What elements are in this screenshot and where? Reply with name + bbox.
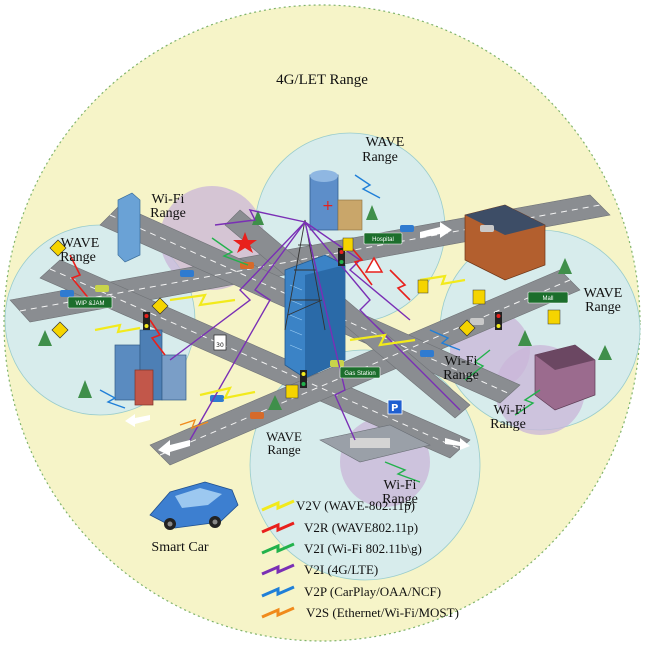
wave-top-label-2: Range	[362, 150, 398, 165]
wifi-right-label-1: Wi-Fi	[494, 403, 527, 418]
mall-sign-text: Mall	[542, 296, 553, 302]
traffic-lights	[143, 248, 502, 388]
wave-bottom-label-2: Range	[267, 442, 300, 457]
wave-right-label-1: WAVE	[584, 286, 623, 301]
wifi-midright-label-2: Range	[443, 368, 479, 383]
wifi-topleft-label-2: Range	[150, 206, 186, 221]
smart-car-icon	[149, 481, 239, 530]
trees	[38, 205, 612, 410]
school-building	[464, 204, 546, 281]
gas-station-sign: Gas Station	[339, 366, 381, 379]
wave-top-label-1: WAVE	[366, 135, 405, 150]
hospital-building: +	[309, 170, 363, 231]
legend-label-1: V2R (WAVE802.11p)	[304, 520, 418, 535]
legend-label-2: V2I (Wi-Fi 802.11b\g)	[304, 541, 422, 556]
svg-text:+: +	[322, 198, 334, 214]
legend-label-5: V2S (Ethernet/Wi-Fi/MOST)	[306, 605, 459, 620]
wifi-midright-label-1: Wi-Fi	[445, 354, 478, 369]
legend: V2V (WAVE-802.11p) V2R (WAVE802.11p) V2I (…	[261, 498, 459, 620]
wip-jam-sign: WIP &JAM	[67, 296, 113, 309]
legend-bolt-4	[261, 585, 295, 598]
links-v2p	[99, 174, 461, 409]
legend-bolt-3	[261, 563, 295, 576]
wave-bottom-label-1: WAVE	[266, 429, 302, 444]
mall-sign: Mall	[527, 291, 569, 304]
legend-label-3: V2I (4G/LTE)	[304, 562, 378, 577]
legend-bolt-5	[261, 606, 295, 619]
wave-right-label-2: Range	[585, 300, 621, 315]
links-v2r	[69, 239, 411, 356]
wifi-topleft-label-1: Wi-Fi	[152, 192, 185, 207]
smart-car-label: Smart Car	[151, 540, 208, 555]
access-point-star	[233, 232, 257, 253]
direction-arrows	[125, 222, 470, 456]
legend-bolt-2	[261, 542, 295, 555]
wifi-bottom-label-1: Wi-Fi	[384, 478, 417, 493]
speed-limit-sign: 30	[213, 334, 227, 351]
links-v2v	[94, 274, 466, 400]
service-signs: P	[285, 237, 561, 415]
wip-jam-sign-text: WIP &JAM	[76, 301, 105, 307]
links-v2i-wifi	[211, 237, 541, 483]
legend-label-4: V2P (CarPlay/OAA/NCF)	[304, 584, 441, 599]
legend-bolt-1	[261, 521, 295, 534]
cars	[60, 225, 549, 419]
svg-text:P: P	[391, 403, 398, 414]
hospital-sign-text: Hospital	[372, 237, 394, 243]
legend-label-0: V2V (WAVE-802.11p)	[296, 498, 415, 513]
mall-building	[534, 344, 596, 411]
speed-limit-text: 30	[216, 342, 224, 349]
links-v2s	[179, 418, 209, 430]
legend-bolt-0	[261, 499, 295, 512]
lte-range-title: 4G/LET Range	[276, 72, 368, 88]
warning-signs	[49, 239, 476, 339]
downtown-buildings	[114, 329, 187, 406]
wave-left-label-2: Range	[60, 250, 96, 265]
left-tower	[117, 192, 141, 263]
links-4g	[169, 209, 461, 441]
gas-station	[319, 424, 431, 463]
gas-station-sign-text: Gas Station	[344, 371, 375, 377]
hospital-sign: Hospital	[363, 232, 403, 245]
wave-left-label-1: WAVE	[61, 236, 100, 251]
wifi-bottom-label-2: Range	[382, 492, 418, 507]
wifi-right-label-2: Range	[490, 417, 526, 432]
